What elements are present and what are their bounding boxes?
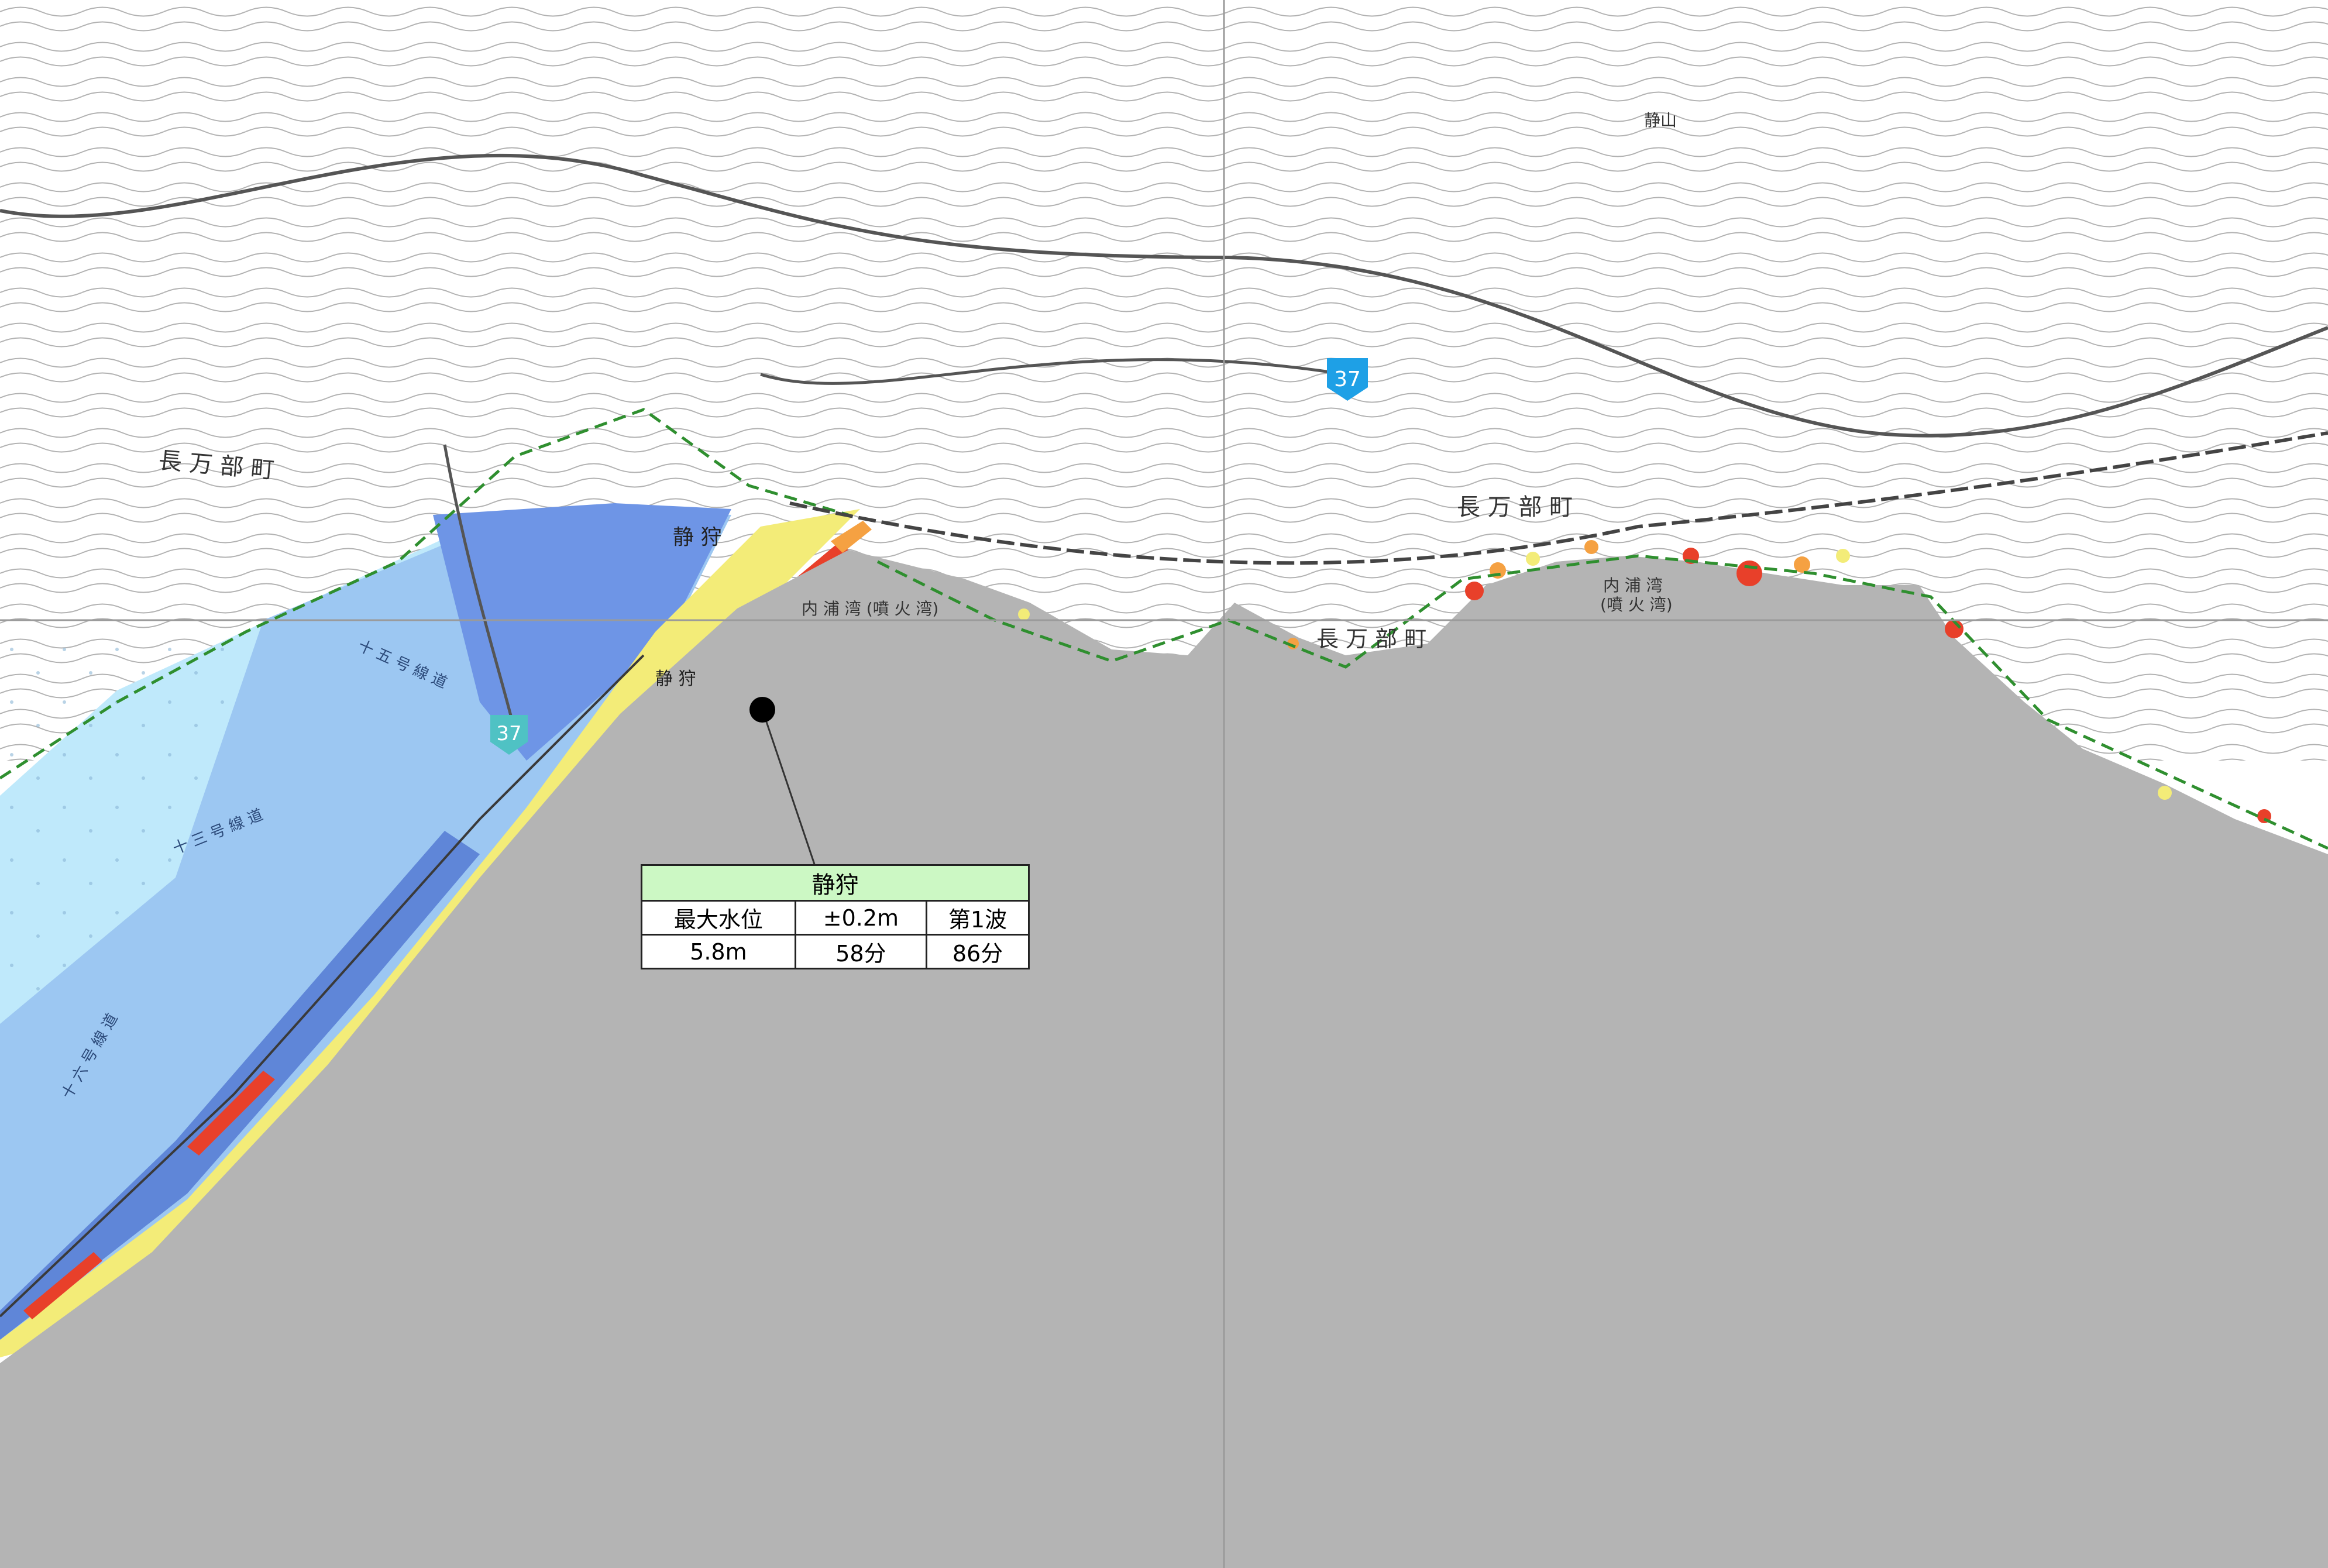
label-town-east: 長 万 部 町 (1457, 494, 1573, 521)
inundation-deep-strip (0, 831, 480, 1340)
inundation-red-band-2 (187, 1071, 275, 1156)
header-tolerance: ±0.2m (794, 900, 928, 936)
label-station-name: 静 狩 (673, 525, 721, 549)
municipal-boundary (0, 408, 2328, 850)
highway-road (0, 153, 2328, 438)
value-first-wave-time: 86分 (926, 934, 1030, 969)
observation-info-table: 静狩 最大水位 ±0.2m 第1波 5.8m 58分 86分 (641, 864, 1030, 969)
inundation-red-band-3 (23, 1252, 102, 1319)
label-station-name-south: 静 狩 (655, 669, 696, 689)
svg-text:37: 37 (1334, 367, 1361, 391)
header-max-water-level: 最大水位 (641, 900, 796, 936)
observation-title: 静狩 (641, 864, 1030, 902)
inundation-orange-band (831, 521, 872, 553)
header-first-wave: 第1波 (926, 900, 1030, 936)
label-bay-east-line1: 内 浦 湾 (1603, 576, 1663, 595)
sea-area (0, 550, 2328, 1568)
route-37-badge-north: 37 (1327, 358, 1368, 401)
value-max-water-level: 5.8m (641, 934, 796, 969)
label-bay-west: 内 浦 湾 (噴 火 湾) (802, 599, 938, 618)
observation-leader-line (761, 709, 816, 865)
railway-line (789, 431, 2328, 565)
svg-text:37: 37 (496, 722, 521, 745)
label-mountain: 静山 (1644, 111, 1677, 130)
value-tolerance-time: 58分 (794, 934, 928, 969)
route-37-badge-south: 37 (490, 715, 528, 755)
inundation-deep-zone (433, 503, 731, 761)
label-town-coast: 長 万 部 町 (1316, 626, 1426, 652)
observation-point-marker (749, 697, 775, 723)
label-bay-east-line2: (噴 火 湾) (1600, 595, 1673, 614)
coastal-rail (0, 654, 645, 1318)
